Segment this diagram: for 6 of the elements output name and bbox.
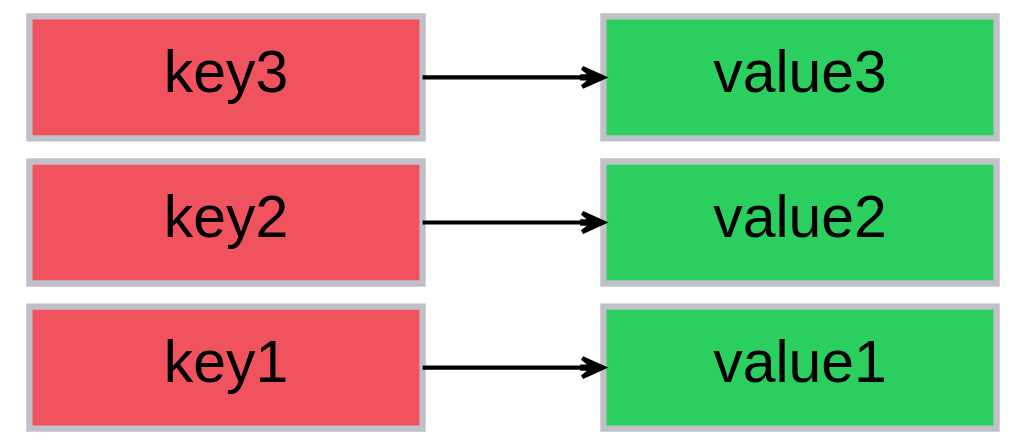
node-box: key2 xyxy=(25,158,426,287)
node-box: value3 xyxy=(599,13,1000,142)
node-box: key3 xyxy=(25,13,426,142)
node-box: value1 xyxy=(599,303,1000,432)
node-box: key1 xyxy=(25,303,426,432)
node-box: value2 xyxy=(599,158,1000,287)
